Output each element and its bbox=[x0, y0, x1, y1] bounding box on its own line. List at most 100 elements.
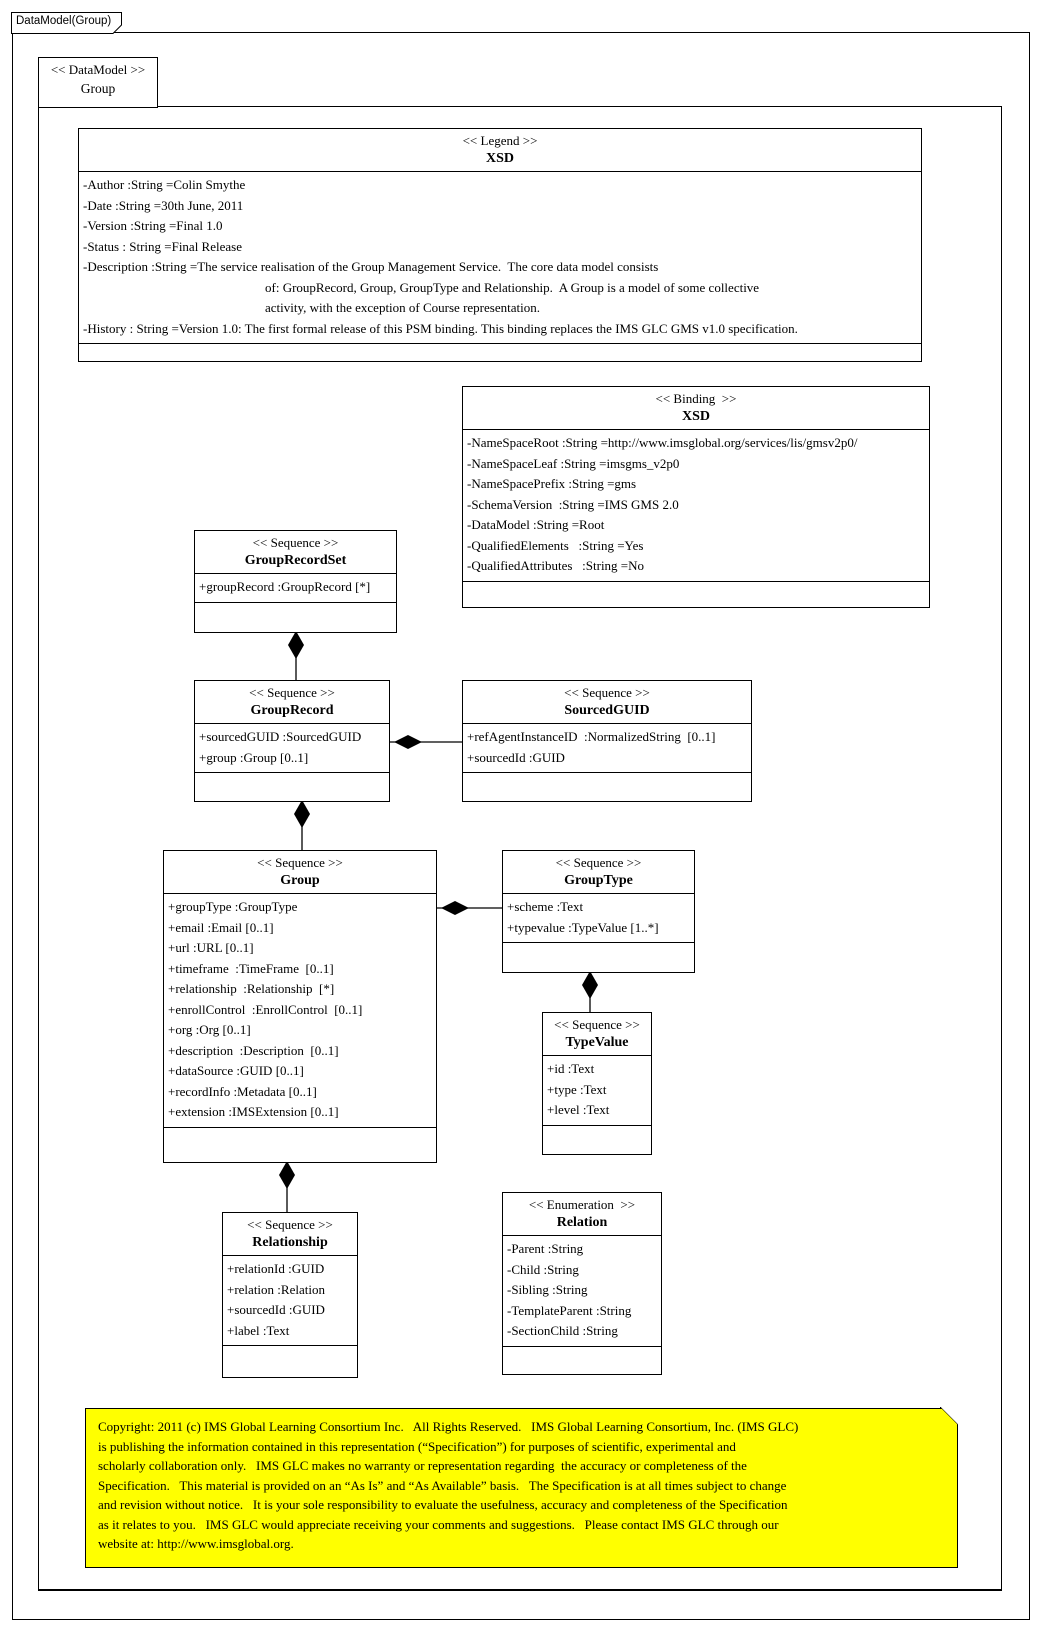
attribute-line: +dataSource :GUID [0..1] bbox=[168, 1063, 304, 1078]
enum-relation: << Enumeration >> Relation -Parent :Stri… bbox=[502, 1192, 662, 1375]
attribute-line: website at: http://www.imsglobal.org. bbox=[98, 1536, 294, 1551]
class-stereotype: << Sequence >> bbox=[252, 535, 339, 550]
attribute-line: +level :Text bbox=[547, 1102, 610, 1117]
class-binding: << Binding >> XSD -NameSpaceRoot :String… bbox=[462, 386, 930, 608]
class-header: << Legend >> XSD bbox=[79, 129, 921, 172]
class-grouprecord: << Sequence >> GroupRecord +sourcedGUID … bbox=[194, 680, 390, 802]
operations-compartment bbox=[164, 1128, 436, 1163]
attribute-line: +relation :Relation bbox=[227, 1281, 325, 1297]
attributes-compartment: -NameSpaceRoot :String =http://www.imsgl… bbox=[463, 430, 929, 582]
class-name: Relation bbox=[556, 1215, 608, 1230]
class-header: << Sequence >> Group bbox=[164, 851, 436, 894]
attribute-line: Copyright: 2011 (c) IMS Global Learning … bbox=[98, 1419, 799, 1434]
diagram-title: DataModel(Group) bbox=[16, 15, 112, 27]
attribute-line: +description :Description [0..1] bbox=[168, 1042, 339, 1058]
attribute-line: +relationship :Relationship [*] bbox=[168, 981, 335, 996]
attribute-line: as it relates to you. IMS GLC would appr… bbox=[98, 1516, 779, 1532]
attribute-line: -NameSpaceRoot :String =http://www.imsgl… bbox=[467, 435, 858, 450]
attribute-line: +group :Group [0..1] bbox=[199, 749, 309, 765]
operations-compartment bbox=[463, 773, 751, 801]
attribute-line: -Description :String =The service realis… bbox=[83, 259, 659, 274]
class-stereotype: << Sequence >> bbox=[257, 855, 343, 870]
attribute-line: -NameSpacePrefix :String =gms bbox=[467, 476, 637, 491]
attributes-compartment: +groupRecord :GroupRecord [*] bbox=[195, 574, 396, 603]
class-grouptype: << Sequence >> GroupType +scheme :Text+t… bbox=[502, 850, 695, 973]
attribute-line: Specification. This material is provided… bbox=[98, 1477, 787, 1493]
class-stereotype: << Sequence >> bbox=[249, 685, 335, 700]
attribute-line: -DataModel :String =Root bbox=[467, 517, 605, 532]
operations-compartment bbox=[543, 1126, 651, 1155]
class-name: GroupRecordSet bbox=[244, 553, 347, 568]
attribute-line: +scheme :Text bbox=[507, 899, 584, 914]
attributes-compartment: +id :Text +type :Text +level :Text bbox=[543, 1056, 651, 1126]
class-relationship: << Sequence >> Relationship +relationId … bbox=[222, 1212, 358, 1378]
attribute-line: +sourcedId :GUID bbox=[467, 749, 565, 765]
attribute-line: +org :Org [0..1] bbox=[168, 1022, 251, 1037]
attribute-line: -Version :String =Final 1.0 bbox=[83, 218, 223, 233]
attributes-compartment: -Author :String =Colin Smythe-Date :Stri… bbox=[79, 172, 921, 344]
tab-shape-icon bbox=[11, 12, 122, 34]
attribute-line: +refAgentInstanceID :NormalizedString [0… bbox=[467, 729, 716, 744]
attribute-line: +id :Text bbox=[547, 1061, 595, 1076]
attribute-line: of: GroupRecord, Group, GroupType and Re… bbox=[265, 279, 760, 295]
attribute-line: and revision without notice. It is your … bbox=[98, 1497, 788, 1512]
class-name: GroupType bbox=[564, 873, 633, 888]
operations-compartment bbox=[195, 603, 396, 633]
attribute-line: -Status : String =Final Release bbox=[83, 238, 242, 254]
attribute-line: -History : String =Version 1.0: The firs… bbox=[83, 320, 798, 336]
class-typevalue: << Sequence >> TypeValue +id :Text +type … bbox=[542, 1012, 652, 1155]
attributes-compartment: +scheme :Text+typevalue :TypeValue [1..*… bbox=[503, 894, 694, 943]
class-header: << Binding >> XSD bbox=[463, 387, 929, 430]
attribute-line: -SectionChild :String bbox=[507, 1323, 618, 1338]
attribute-line: -Author :String =Colin Smythe bbox=[83, 177, 246, 192]
attribute-line: is publishing the information contained … bbox=[98, 1438, 736, 1454]
class-stereotype: << Enumeration >> bbox=[528, 1197, 636, 1212]
attribute-line: +sourcedId :GUID bbox=[227, 1302, 325, 1317]
attribute-line: +enrollControl :EnrollControl [0..1] bbox=[168, 1001, 363, 1017]
class-sourcedguid: << Sequence >> SourcedGUID +refAgentInst… bbox=[462, 680, 752, 802]
class-header: << Sequence >> Relationship bbox=[223, 1213, 357, 1256]
class-group: << Sequence >> Group +groupType :GroupTy… bbox=[163, 850, 437, 1163]
diagram-title-tab bbox=[11, 12, 123, 34]
operations-compartment bbox=[195, 773, 389, 801]
class-grouprecordset: << Sequence >> GroupRecordSet +groupReco… bbox=[194, 530, 397, 633]
attribute-line: +timeframe :TimeFrame [0..1] bbox=[168, 960, 334, 976]
class-header: << Sequence >> GroupRecordSet bbox=[195, 531, 396, 574]
attribute-line: -QualifiedElements :String =Yes bbox=[467, 537, 644, 553]
class-name: TypeValue bbox=[565, 1035, 629, 1050]
class-header: << Enumeration >> Relation bbox=[503, 1193, 661, 1236]
attribute-line: -SchemaVersion :String =IMS GMS 2.0 bbox=[467, 496, 679, 512]
class-name: SourcedGUID bbox=[564, 703, 650, 718]
class-header: << Sequence >> SourcedGUID bbox=[463, 681, 751, 724]
class-header: << Sequence >> GroupType bbox=[503, 851, 694, 894]
package-stereotype: << DataModel >> bbox=[50, 62, 146, 77]
attribute-line: +url :URL [0..1] bbox=[168, 940, 254, 955]
class-stereotype: << Sequence >> bbox=[555, 855, 642, 870]
class-legend: << Legend >> XSD -Author :String =Colin … bbox=[78, 128, 922, 362]
attribute-line: -Child :String bbox=[507, 1261, 579, 1277]
class-name: GroupRecord bbox=[250, 703, 334, 718]
operations-compartment bbox=[463, 582, 929, 608]
class-name: XSD bbox=[485, 151, 514, 166]
attributes-compartment: +relationId :GUID+relation :Relation+sou… bbox=[223, 1256, 357, 1346]
attributes-compartment: +groupType :GroupType+email :Email [0..1… bbox=[164, 894, 436, 1128]
attribute-line: +type :Text bbox=[547, 1081, 607, 1097]
attribute-line: activity, with the exception of Course r… bbox=[265, 300, 540, 315]
attribute-line: +recordInfo :Metadata [0..1] bbox=[168, 1083, 317, 1099]
attribute-line: -Sibling :String bbox=[507, 1282, 588, 1297]
operations-compartment bbox=[503, 1347, 661, 1375]
attribute-line: +groupRecord :GroupRecord [*] bbox=[199, 579, 371, 594]
class-stereotype: << Legend >> bbox=[462, 133, 538, 148]
copyright-note: Copyright: 2011 (c) IMS Global Learning … bbox=[85, 1408, 958, 1568]
attribute-line: -TemplateParent :String bbox=[507, 1302, 632, 1318]
attribute-line: scholarly collaboration only. IMS GLC ma… bbox=[98, 1458, 747, 1473]
class-name: Relationship bbox=[252, 1235, 328, 1250]
class-name: Group bbox=[280, 873, 320, 888]
attributes-compartment: +sourcedGUID :SourcedGUID +group :Group [… bbox=[195, 724, 389, 773]
class-name: XSD bbox=[681, 409, 710, 424]
class-stereotype: << Sequence >> bbox=[564, 685, 650, 700]
attribute-line: +extension :IMSExtension [0..1] bbox=[168, 1104, 339, 1119]
attribute-line: +sourcedGUID :SourcedGUID bbox=[199, 729, 362, 744]
operations-compartment bbox=[79, 344, 921, 361]
class-header: << Sequence >> TypeValue bbox=[543, 1013, 651, 1056]
